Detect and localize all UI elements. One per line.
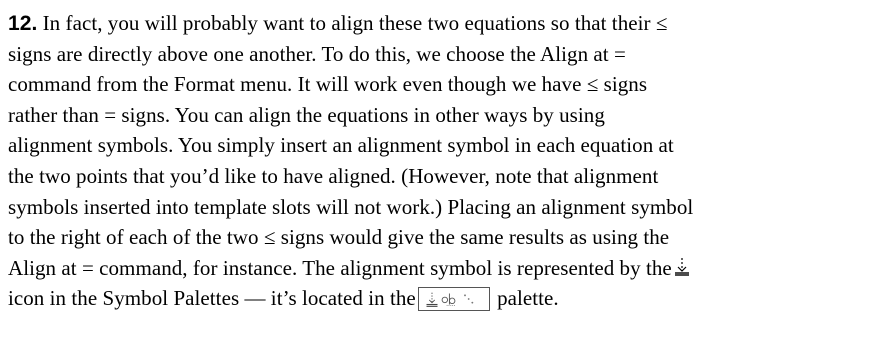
paragraph-line-10: icon in the Symbol Palettes — it’s locat… [8,283,864,314]
paragraph-line-4: rather than = signs. You can align the e… [8,102,605,127]
paragraph-line-1: 12. In fact, you will probably want to a… [8,8,864,39]
alignment-palette-icon [417,287,490,312]
paragraph-line-9-text: Align at = command, for instance. The al… [8,255,672,280]
paragraph-line-10-text: icon in the Symbol Palettes — it’s locat… [8,286,416,311]
step-number: 12. [8,12,38,35]
paragraph-line-5: alignment symbols. You simply insert an … [8,133,674,158]
paragraph-line-2: signs are directly above one another. To… [8,41,626,66]
paragraph-line-8: to the right of each of the two ≤ signs … [8,225,670,250]
paragraph-line-7: symbols inserted into template slots wil… [8,194,694,219]
paragraph-line-6: the two points that you’d like to have a… [8,163,659,188]
instruction-paragraph: 12. In fact, you will probably want to a… [8,8,864,314]
paragraph-line-9: Align at = command, for instance. The al… [8,253,864,284]
paragraph-line-3: command from the Format menu. It will wo… [8,72,648,97]
alignment-symbol-icon [674,257,689,276]
paragraph-line-10-end: palette. [491,286,559,311]
paragraph-line-1-text: In fact, you will probably want to align… [37,11,668,35]
